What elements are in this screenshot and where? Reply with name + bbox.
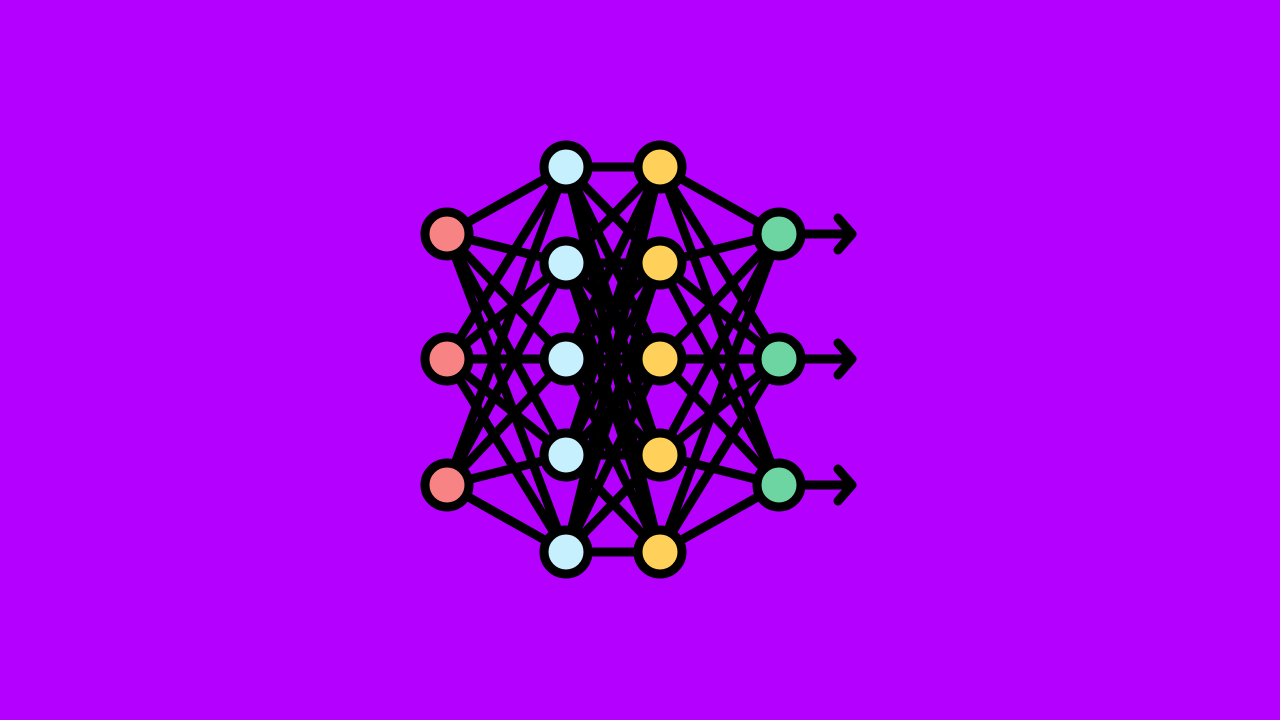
connection-line: [442, 229, 571, 460]
output-node: [752, 458, 806, 512]
input-node: [420, 207, 474, 261]
output-arrows: [796, 213, 857, 506]
connection-line: [561, 258, 665, 557]
connection-line: [442, 354, 571, 490]
input-node: [420, 458, 474, 512]
connection-line: [655, 258, 784, 490]
connection-line: [442, 162, 571, 490]
hidden-2-node: [633, 332, 687, 386]
connection-line: [442, 229, 571, 364]
output-node: [752, 207, 806, 261]
connection-line: [655, 229, 784, 460]
arrow-head-icon: [833, 464, 857, 506]
hidden-1-node: [539, 525, 593, 579]
connection-line: [655, 354, 784, 490]
hidden-2-node: [633, 140, 687, 194]
connection-line: [655, 229, 784, 364]
connection-line: [655, 162, 784, 490]
hidden-1-node: [539, 236, 593, 290]
connection-line: [561, 354, 665, 557]
connections: [442, 162, 784, 557]
hidden-1-node: [539, 428, 593, 482]
connection-line: [655, 229, 784, 557]
connection-line: [655, 162, 784, 364]
hidden-2-node: [633, 428, 687, 482]
connection-line: [655, 354, 784, 557]
nodes: [420, 140, 806, 579]
connection-line: [442, 229, 571, 557]
arrow-head-icon: [833, 213, 857, 255]
connection-line: [561, 162, 665, 364]
hidden-2-node: [633, 525, 687, 579]
connection-line: [442, 354, 571, 557]
hidden-2-node: [633, 236, 687, 290]
connection-line: [561, 162, 665, 557]
connection-line: [442, 162, 571, 364]
output-node: [752, 332, 806, 386]
hidden-1-node: [539, 140, 593, 194]
connection-line: [442, 258, 571, 490]
input-node: [420, 332, 474, 386]
arrow-head-icon: [833, 338, 857, 380]
hidden-1-node: [539, 332, 593, 386]
